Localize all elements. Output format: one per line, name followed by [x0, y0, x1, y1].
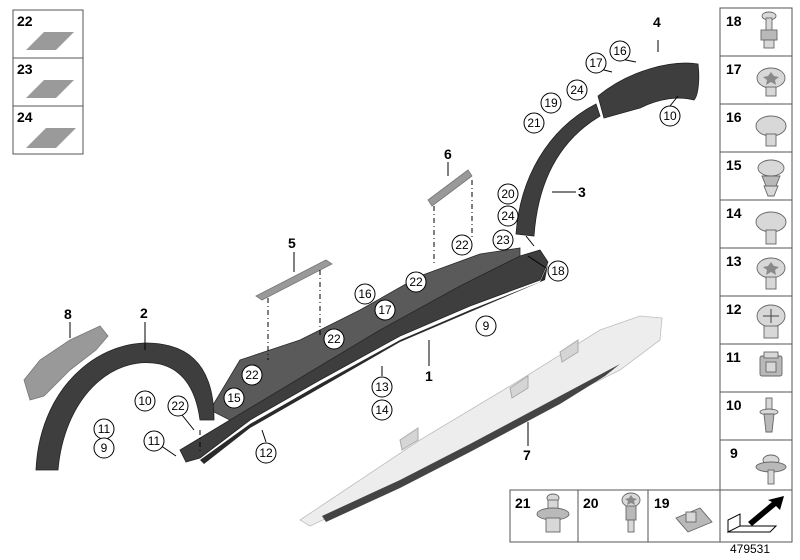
mushroom-expanding-clip-icon [755, 211, 787, 245]
reference-number: 479531 [730, 542, 770, 556]
callout-10-arch: 10 [663, 109, 677, 123]
left-legend: 22 23 24 [12, 9, 84, 155]
right-legend: 18 17 16 15 14 [719, 7, 793, 491]
callout-16-arch: 16 [613, 44, 627, 58]
callout-11-sill-front: 11 [148, 434, 161, 448]
callout-12: 12 [259, 446, 273, 460]
direction-arrow-icon [726, 496, 784, 533]
callout-24-lower: 24 [501, 209, 515, 223]
callout-22-front-arch: 22 [171, 399, 185, 413]
callout-22-strip-right: 22 [327, 332, 341, 346]
callout-14: 14 [375, 403, 389, 417]
torx-screw-icon [621, 492, 641, 533]
callout-21: 21 [527, 116, 541, 130]
cross-slot-plug-icon [756, 304, 786, 339]
callout-20: 20 [501, 187, 515, 201]
callout-circles: 11 9 10 22 11 12 15 22 22 13 14 16 17 9 … [93, 40, 681, 464]
torx-clip-icon [756, 257, 786, 290]
legend-label-22: 22 [17, 13, 33, 29]
legend-label-18: 18 [726, 13, 742, 29]
callout-6: 6 [444, 146, 452, 162]
rear-wheel-arch-trim [515, 103, 601, 237]
collar-screw-icon [755, 454, 787, 485]
screw-with-nut-icon [760, 11, 778, 49]
legend-label-15: 15 [726, 157, 742, 173]
adhesive-pad-24-icon [26, 128, 76, 148]
front-wheel-arch-trim [35, 342, 215, 471]
callout-18: 18 [551, 264, 565, 278]
callout-1: 1 [425, 368, 433, 384]
side-sill-trim [179, 247, 549, 464]
legend-label-23: 23 [17, 61, 33, 77]
legend-label-12: 12 [726, 301, 742, 317]
callout-5: 5 [288, 235, 296, 251]
adhesive-strip-5 [255, 259, 333, 301]
legend-label-21: 21 [515, 495, 531, 511]
torx-rivet-icon [756, 67, 786, 97]
callout-2: 2 [140, 305, 148, 321]
callout-7: 7 [523, 447, 531, 463]
bottom-legend: 21 20 19 [509, 489, 793, 543]
front-bracket [23, 325, 109, 401]
callout-4: 4 [653, 14, 661, 30]
callout-15: 15 [227, 391, 241, 405]
callout-16-sill: 16 [358, 287, 372, 301]
callout-23: 23 [496, 233, 510, 247]
callout-22-strip-left: 22 [245, 368, 259, 382]
callout-3: 3 [578, 184, 586, 200]
callout-24-upper: 24 [570, 83, 584, 97]
callout-22-strip6-left: 22 [409, 275, 423, 289]
callout-8: 8 [64, 306, 72, 322]
callout-19: 19 [544, 96, 558, 110]
rear-arch-extension [597, 62, 700, 119]
legend-label-17: 17 [726, 61, 742, 77]
callout-17-arch: 17 [589, 56, 603, 70]
assembly-lines [199, 180, 473, 452]
spring-nut-icon [759, 351, 783, 377]
christmas-tree-clip-icon [757, 159, 785, 197]
callout-22-strip6-right: 22 [455, 238, 469, 252]
callout-11-front-arch: 11 [98, 422, 111, 436]
adhesive-strip-6 [427, 169, 473, 207]
expanding-clip-icon [536, 493, 570, 533]
callout-13: 13 [375, 380, 389, 394]
callout-9-sill: 9 [483, 319, 490, 333]
legend-label-16: 16 [726, 109, 742, 125]
mushroom-clip-icon [755, 115, 787, 147]
legend-label-20: 20 [583, 495, 599, 511]
side-skirt-outer-panel [299, 315, 663, 527]
clip-nut-icon [675, 507, 713, 533]
expanding-rivet-icon [759, 397, 779, 433]
adhesive-pad-22-icon [26, 32, 74, 50]
callout-10-front-arch: 10 [138, 394, 152, 408]
legend-label-13: 13 [726, 253, 742, 269]
callout-17-sill: 17 [378, 303, 392, 317]
legend-label-9: 9 [730, 445, 738, 461]
legend-label-11: 11 [726, 349, 741, 365]
adhesive-pad-23-icon [26, 80, 74, 98]
legend-label-14: 14 [726, 205, 742, 221]
legend-label-19: 19 [654, 495, 670, 511]
callout-9-front-arch: 9 [101, 441, 108, 455]
legend-label-10: 10 [726, 397, 742, 413]
legend-label-24: 24 [17, 109, 33, 125]
